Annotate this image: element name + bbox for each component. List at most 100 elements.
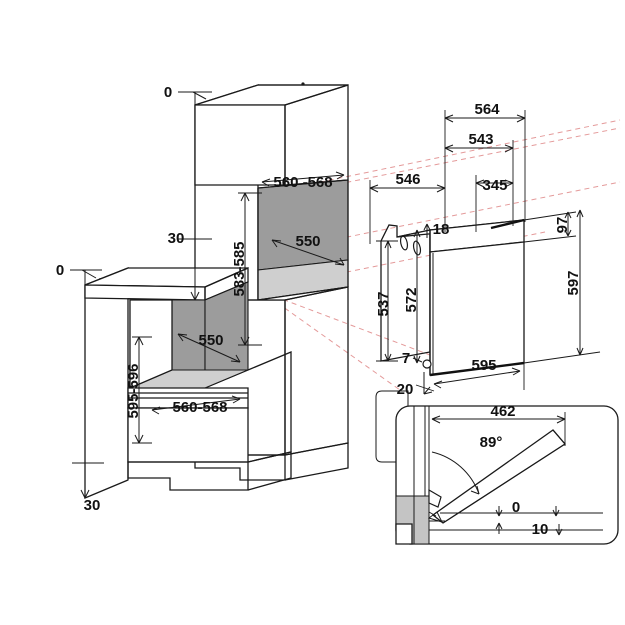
dim-arrowhead-97-top <box>564 211 572 219</box>
dim-arrowhead-595w-left <box>433 380 443 389</box>
under-counter-plinth-side <box>247 451 292 491</box>
dim-arrowhead-30-mid <box>190 291 200 301</box>
dim-ext-97-bottom <box>523 235 577 243</box>
dim-ext-595 <box>132 336 152 444</box>
dim-ext-20 <box>415 384 435 392</box>
projection-line-upper-mid <box>257 127 621 201</box>
dim-arrowhead-543-left <box>444 144 454 153</box>
dim-arc-89 <box>431 451 480 495</box>
dim-label-97: 97 <box>554 217 571 234</box>
dim-arrowhead-597-bottom <box>576 347 584 356</box>
dim-label-564: 564 <box>474 101 500 118</box>
dim-arrowhead-583-bottom <box>240 336 250 346</box>
door-detail-plinth-block <box>413 495 430 545</box>
dim-leader-7 <box>412 357 423 363</box>
dim-label-345: 345 <box>482 177 507 194</box>
dim-line-550-top <box>271 239 345 266</box>
under-counter-cavity-left-wall <box>129 299 173 389</box>
dim-arrowhead-0-left <box>495 506 503 517</box>
dim-label-537: 537 <box>375 291 392 316</box>
door-detail-floor-notch <box>395 523 413 545</box>
under-counter-body-front <box>127 407 249 463</box>
dim-arrowhead-560-right <box>335 171 345 180</box>
dim-label-89: 89° <box>480 434 503 451</box>
dim-label-zero-top: 0 <box>164 84 172 101</box>
tall-housing-top-box-top <box>194 84 349 106</box>
dim-label-572: 572 <box>403 287 420 312</box>
dim-arrowhead-97-bottom <box>564 229 572 237</box>
dim-arrowhead-550l-left <box>177 333 188 342</box>
dim-label-543: 543 <box>468 131 493 148</box>
dim-arrowhead-345-left <box>475 179 485 188</box>
door-detail-door-tip <box>427 511 443 523</box>
dim-line-560-568-lower <box>151 398 241 411</box>
dim-label-550-lower: 550 <box>198 332 223 349</box>
dim-label-595-596: 595-596 <box>125 363 142 418</box>
dimensions-under-counter: 0 550 595-596 560-568 30 <box>56 262 241 514</box>
dim-arrowhead-345-right <box>504 179 514 188</box>
dim-arrowhead-543-right <box>504 144 514 153</box>
dim-label-595-width: 595 <box>471 357 496 374</box>
dim-arrowhead-595-top <box>134 336 144 346</box>
dim-label-462: 462 <box>490 403 515 420</box>
dim-label-597: 597 <box>565 270 582 295</box>
dim-arrowhead-564-right <box>516 114 526 123</box>
dimensions-tall-housing: 0 560 -568 583-585 550 30 <box>164 84 345 346</box>
vent-slot-left-icon <box>399 235 409 251</box>
dim-arrowhead-597-top <box>576 209 584 218</box>
dim-arrowhead-595-bottom <box>134 434 144 444</box>
dim-arrowhead-18 <box>423 223 431 231</box>
dim-ext-583 <box>238 192 262 346</box>
projection-line-bottom <box>257 289 431 356</box>
dim-label-20: 20 <box>397 381 414 398</box>
dim-arrowhead-30-bottom <box>80 489 90 499</box>
cavity-back-wall <box>257 179 349 271</box>
dim-arrowhead-89 <box>470 485 480 495</box>
dim-arrowhead-462-right <box>556 415 566 424</box>
dim-arrowhead-550l-right <box>230 354 241 363</box>
door-detail-view: 462 89° 0 10 <box>375 390 619 545</box>
dim-arrowhead-550t-right <box>334 257 345 266</box>
tall-housing-lower-side <box>284 286 349 456</box>
dim-label-546: 546 <box>395 171 420 188</box>
dim-label-10-clearance: 10 <box>532 521 549 538</box>
tall-housing-plinth-side <box>284 442 349 481</box>
dim-arrowhead-583-top <box>240 192 250 202</box>
under-counter-plinth <box>127 461 249 491</box>
dim-arrow-zero-lower <box>81 269 97 279</box>
dim-label-30-bottom: 30 <box>84 497 101 514</box>
dim-arrowhead-0-right <box>552 506 560 517</box>
dim-line-595w <box>433 370 521 385</box>
dim-label-18: 18 <box>433 221 450 238</box>
dim-arrowhead-560-left <box>261 178 271 187</box>
dim-label-0-clearance: 0 <box>512 499 520 516</box>
dim-arrowhead-20 <box>423 386 433 395</box>
dim-line-550-lower <box>177 333 241 363</box>
dim-arrowhead-564-left <box>444 114 454 123</box>
dim-arrowhead-462-left <box>431 415 441 424</box>
dim-arrowhead-546-right <box>436 184 446 193</box>
dim-label-560-568-lower: 560-568 <box>172 399 227 416</box>
dim-arrowhead-10-right <box>555 524 563 536</box>
appliance-bottom-edge <box>429 361 525 377</box>
under-counter-lower-front-bevel <box>128 392 248 399</box>
appliance-door-front <box>429 241 525 376</box>
dim-arrowhead-550t-left <box>271 239 282 248</box>
dim-arrowhead-560l-right <box>231 395 241 404</box>
under-counter-left-panel <box>84 267 129 499</box>
dim-arrowhead-537-top <box>384 240 392 249</box>
dim-arrowhead-572-top <box>413 229 421 238</box>
under-counter-housing-view <box>84 267 292 499</box>
dim-arrowhead-595w-right <box>511 367 521 376</box>
dim-label-550-top: 550 <box>295 233 320 250</box>
dim-label-zero-lower: 0 <box>56 262 64 279</box>
vertex-dot-top <box>301 82 305 86</box>
projection-line-mid <box>257 181 621 256</box>
under-counter-worktop-front <box>84 284 206 301</box>
door-detail-door-slab-edge <box>442 429 566 524</box>
dim-label-583-585: 583-585 <box>231 241 248 296</box>
dim-arrowhead-10-left <box>495 522 503 534</box>
projection-line-top <box>257 119 621 196</box>
